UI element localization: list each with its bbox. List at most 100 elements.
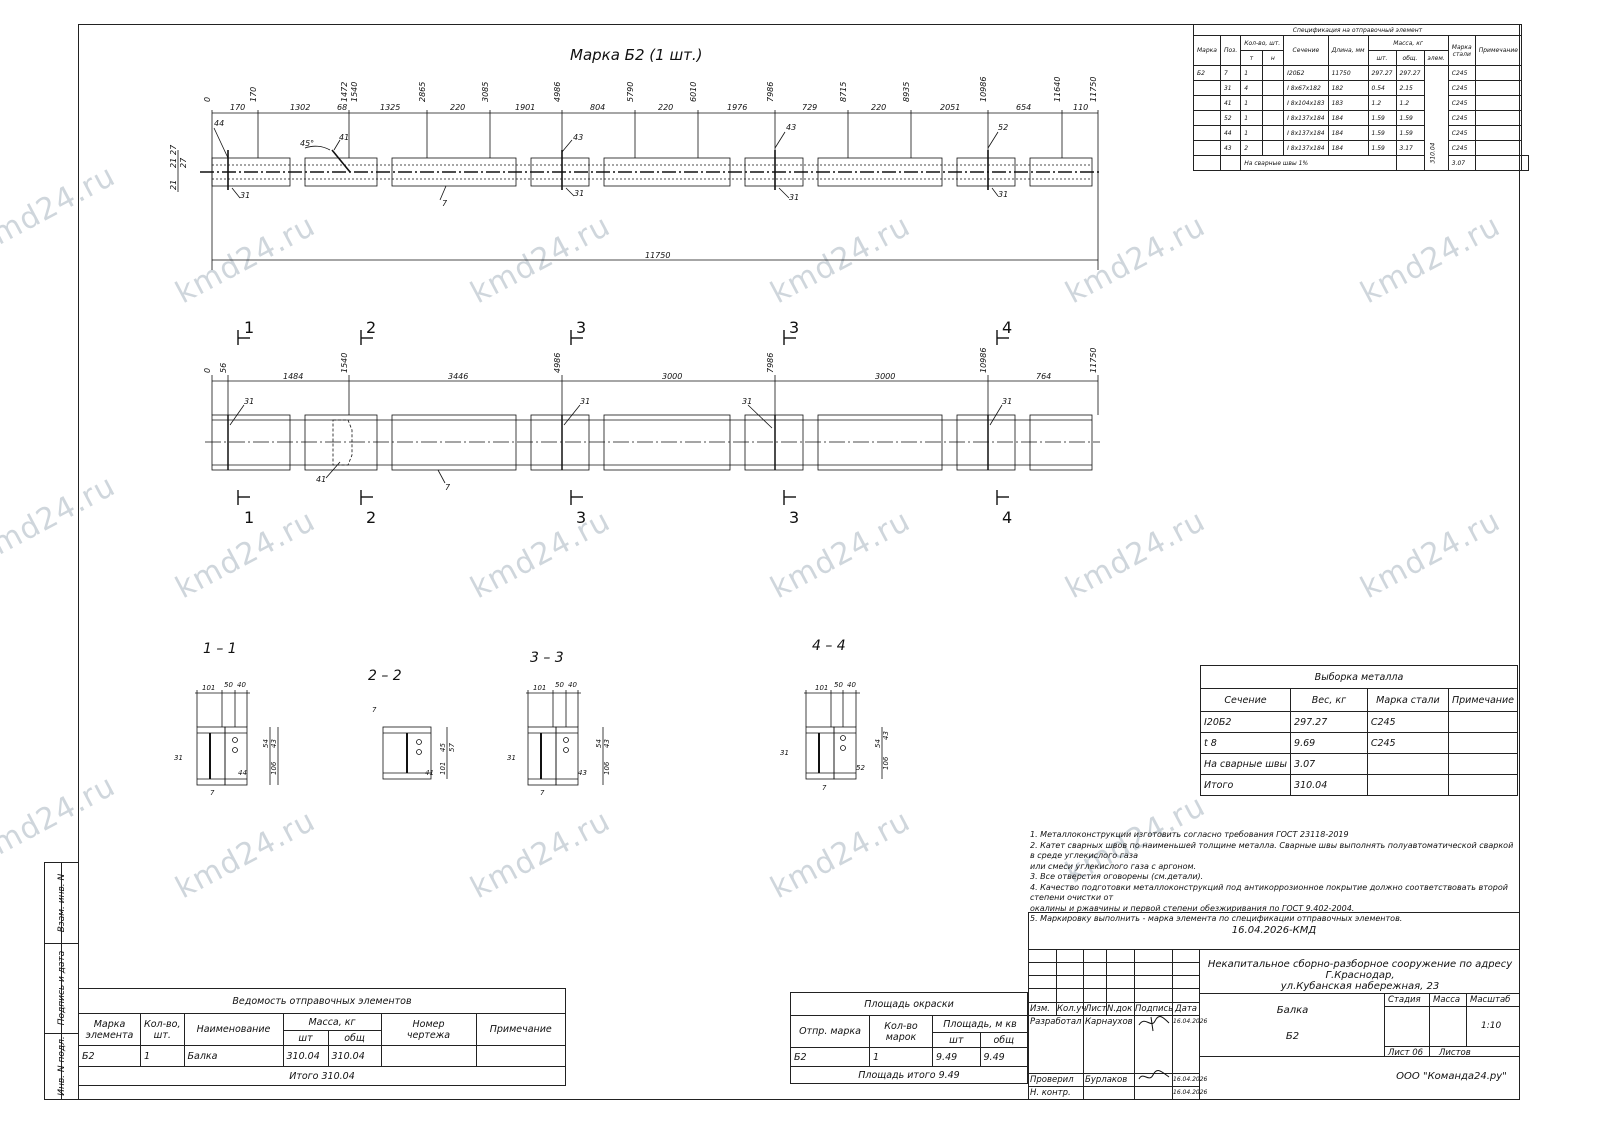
pos-label: 7 <box>445 483 451 492</box>
sec-dim: 40 <box>847 681 856 689</box>
plan-labels: 0 56 1540 4986 7986 10986 11750 1484 344… <box>203 348 1098 492</box>
cut-label: 1 <box>244 318 254 337</box>
sec-dim: 43 <box>882 731 890 740</box>
cut-label: 3 <box>789 318 799 337</box>
stamp-sheets: Листов <box>1439 1048 1471 1058</box>
elev-ord: 170 <box>249 87 258 102</box>
cut-label: 3 <box>576 508 586 527</box>
elev-dim: 1325 <box>380 103 400 112</box>
section-title: 4 – 4 <box>812 638 846 654</box>
table-row: На сварные швы 1%3.07 <box>1193 155 1529 171</box>
elev-left-dim: 21 <box>169 180 178 190</box>
plan-view <box>205 330 1100 505</box>
spec-h-section: Сечение <box>1283 35 1329 66</box>
spec-table: Спецификация на отправочный элемент Марк… <box>1193 24 1529 171</box>
pos-label: 31 <box>174 754 183 762</box>
stamp-person: Карнаухов <box>1085 1017 1133 1027</box>
plan-ord: 1540 <box>340 353 349 373</box>
company-name: ООО "Команда24.ру" <box>1396 1071 1507 1082</box>
plan-dim: 3000 <box>875 372 895 381</box>
sec-dim: 40 <box>568 681 577 689</box>
elev-ord: 1540 <box>350 82 359 102</box>
stamp-h: Изм. <box>1030 1004 1050 1014</box>
note-line: 5. Маркировку выполнить - марка элемента… <box>1030 914 1403 923</box>
stamp-role: Разработал <box>1030 1017 1082 1027</box>
pos-label: 7 <box>822 784 827 792</box>
paint-h-mark: Отпр. марка <box>790 1015 870 1048</box>
stamp-scale: Масштаб <box>1470 995 1511 1005</box>
elev-ord: 8715 <box>839 82 848 102</box>
pos-label: 41 <box>425 769 434 777</box>
pos-label: 7 <box>372 706 377 714</box>
elev-dim: 1976 <box>727 103 747 112</box>
elevation-view <box>177 110 1100 270</box>
pos-label: 52 <box>856 764 865 772</box>
sec-dim: 50 <box>224 681 233 689</box>
pos-label: 31 <box>789 193 799 202</box>
pos-label: 31 <box>580 397 590 406</box>
plan-dim: 3000 <box>662 372 682 381</box>
metal-h: Марка стали <box>1366 688 1449 712</box>
pos-label: 31 <box>742 397 752 406</box>
spec-h-mass: Масса, кг <box>1367 35 1449 51</box>
stamp-role: Проверил <box>1030 1075 1074 1085</box>
sec-dim: 54 <box>595 739 603 748</box>
plan-ord: 4986 <box>553 353 562 373</box>
plan-dim: 764 <box>1036 372 1051 381</box>
signature-icon <box>1138 1070 1170 1080</box>
item-mark: Б2 <box>1285 1031 1300 1042</box>
section-2-2 <box>382 726 448 780</box>
elev-dim: 804 <box>590 103 605 112</box>
doc-code: 16.04.2026-КМД <box>1231 925 1317 936</box>
stamp-date: 16.04.2026 <box>1173 1076 1208 1083</box>
elev-dim: 1901 <box>515 103 535 112</box>
spec-h-pos: Поз. <box>1219 35 1242 66</box>
paint-h-area: Площадь, м кв <box>932 1015 1028 1033</box>
pos-label: 52 <box>998 123 1008 132</box>
pos-label: 43 <box>578 769 587 777</box>
section-4-4 <box>804 690 883 780</box>
elev-ord: 6010 <box>689 82 698 102</box>
title-block: 16.04.2026-КМД Некапитальное сборно-разб… <box>1028 912 1520 1100</box>
shipping-total: Итого 310.04 <box>78 1066 566 1086</box>
elev-ord: 11640 <box>1053 77 1062 102</box>
spec-weld-value: 3.07 <box>1447 155 1476 171</box>
cut-label: 2 <box>366 318 376 337</box>
paint-h-sht: шт <box>932 1032 981 1048</box>
stamp-scale-value: 1:10 <box>1481 1021 1502 1031</box>
ship-h-note: Примечание <box>475 1013 566 1046</box>
cut-label: 1 <box>244 508 254 527</box>
note-line: 4. Качество подготовки металлоконструкци… <box>1030 882 1508 903</box>
section-1-1 <box>195 690 279 786</box>
sec-dim: 106 <box>270 761 278 775</box>
plan-dim: 1484 <box>283 372 303 381</box>
metal-h: Вес, кг <box>1290 688 1368 712</box>
plan-ord: 7986 <box>766 353 775 373</box>
stamp-date: 16.04.2026 <box>1173 1018 1208 1025</box>
spec-title: Спецификация на отправочный элемент <box>1193 24 1522 36</box>
spec-h-sht: шт. <box>1367 50 1397 66</box>
spec-h-elem: элем. <box>1423 50 1449 66</box>
elev-ord: 0 <box>203 97 212 102</box>
section-title: 1 – 1 <box>203 641 237 657</box>
sec-dim: 106 <box>882 756 890 770</box>
note-line: окалины и ржавчины и первой степени обез… <box>1030 903 1355 913</box>
sec-dim: 40 <box>237 681 246 689</box>
elev-ord: 7986 <box>766 82 775 102</box>
pos-label: 31 <box>244 397 254 406</box>
elev-ord: 3085 <box>481 82 490 102</box>
cut-label: 4 <box>1002 318 1012 337</box>
elev-ord: 11750 <box>1089 77 1098 102</box>
elev-ord: 8935 <box>902 82 911 102</box>
